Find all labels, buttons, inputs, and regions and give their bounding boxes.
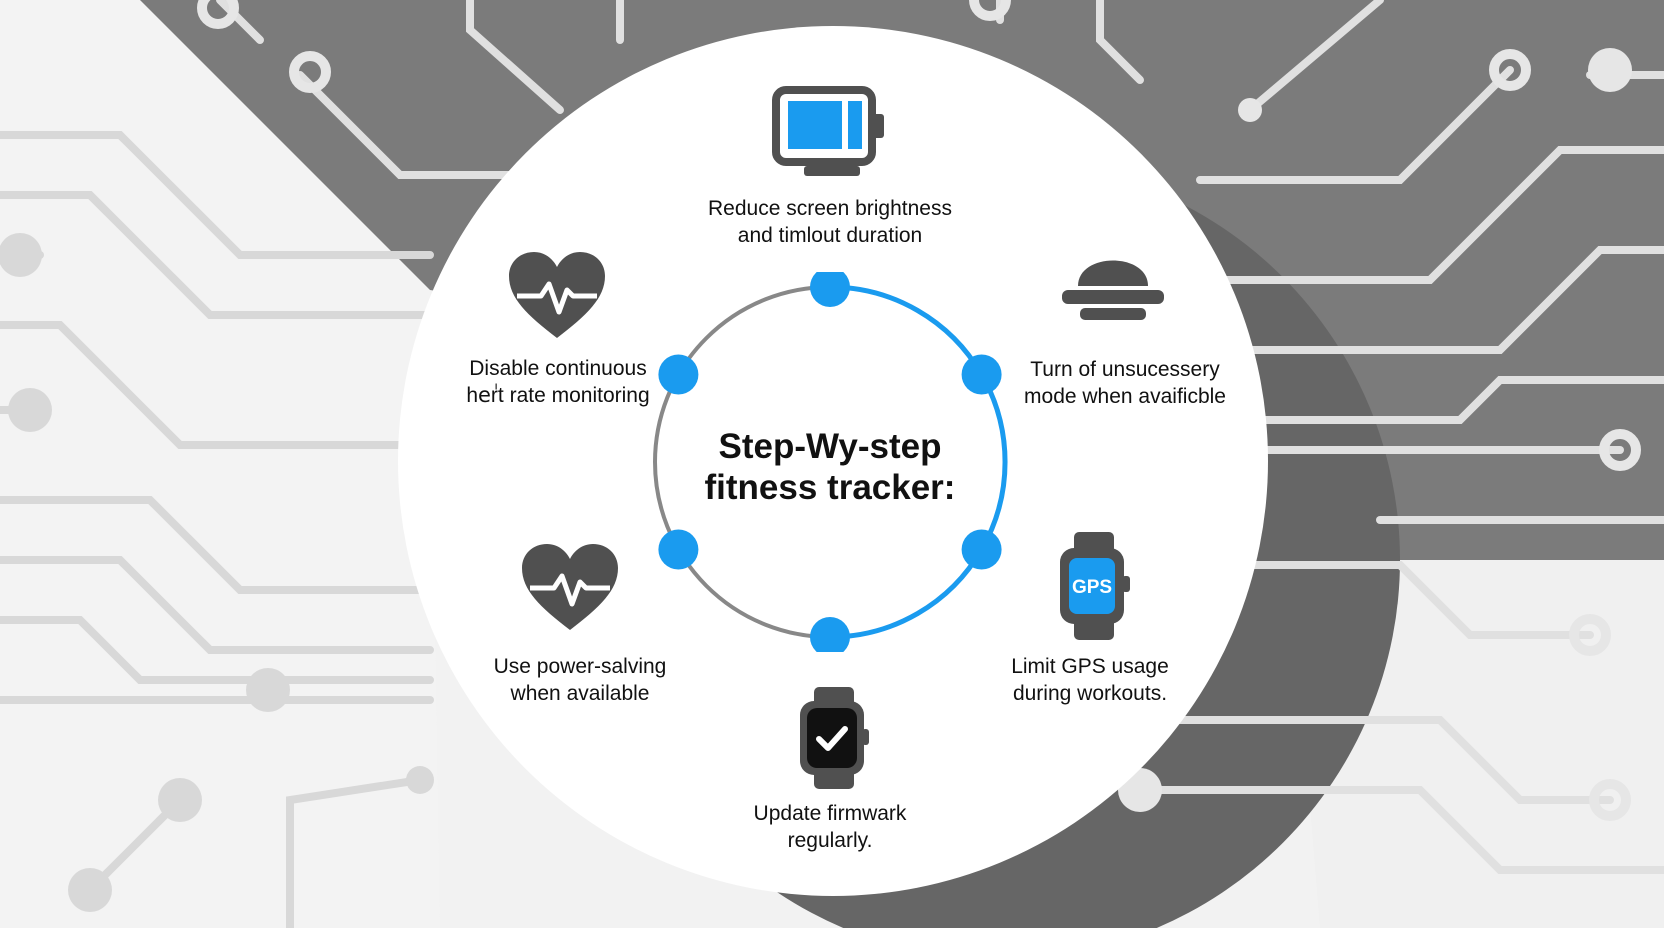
battery-screen-icon	[772, 86, 884, 176]
heart-rate-icon	[509, 252, 605, 338]
step-label-update-firmware: Update firmwark regularly.	[753, 802, 907, 852]
gps-watch-icon: GPS	[1060, 532, 1130, 640]
gps-icon-text: GPS	[1072, 577, 1112, 598]
step-label-screen-brightness: Reduce screen brightness and timlout dur…	[708, 197, 952, 247]
ring-node-upper-left	[658, 354, 699, 395]
step-label-limit-gps: Limit GPS usage during workouts.	[1011, 655, 1169, 705]
step-label-heart-rate-monitoring: Disable continuous heٰrt rate monitoring	[466, 357, 650, 407]
smartwatch-check-icon	[800, 687, 869, 789]
heart-rate-icon	[522, 544, 618, 630]
ring-node-bottom	[810, 617, 850, 652]
ring-node-lower-right	[961, 529, 1002, 570]
center-title-line-2: fitness tracker:	[704, 468, 956, 507]
step-label-unnecessary-mode: Turn of unsucessery mode when avaificble	[1024, 358, 1226, 408]
ring-node-lower-left	[658, 529, 699, 570]
bell-icon	[1062, 260, 1164, 320]
ring-node-upper-right	[961, 354, 1002, 395]
step-ring	[653, 272, 1008, 652]
center-title: Step-Wy-step fitness tracker:	[640, 426, 1020, 508]
center-title-line-1: Step-Wy-step	[718, 427, 942, 466]
ring-node-top	[810, 272, 850, 307]
step-label-power-saving: Use power-salving when available	[493, 655, 667, 705]
